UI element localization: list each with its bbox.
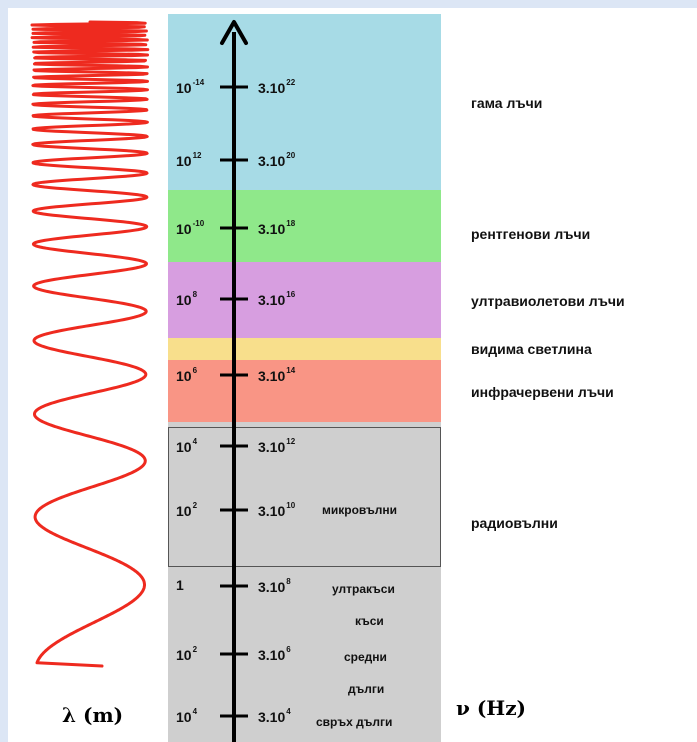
gamma-band [168,14,441,190]
frequency-base: 3.10 [258,292,286,308]
ir-band [168,360,441,422]
wavelength-exponent: 4 [192,437,198,446]
wavelength-exponent: 12 [192,151,202,160]
region-label-visible: видима светлина [471,341,592,357]
xray-band [168,190,441,262]
wavelength-exponent: 8 [192,290,198,299]
frequency-base: 3.10 [258,153,286,169]
region-label-uv: ултравиолетови лъчи [471,293,625,309]
wavelength-base: 10 [176,709,192,725]
frequency-tick-label: 3.1016 [258,290,295,308]
wavelength-tick-label: 10-14 [176,78,204,96]
frequency-base: 3.10 [258,503,286,519]
wavelength-exponent: 2 [192,645,198,654]
sub-label-long: дълги [348,682,385,696]
frequency-tick-label: 3.1020 [258,151,295,169]
frequency-tick-label: 3.1010 [258,501,295,519]
frequency-tick-label: 3.1022 [258,78,295,96]
region-label-radio: радиовълни [471,515,558,531]
region-label-xray: рентгенови лъчи [471,226,591,242]
wavelength-base: 10 [176,368,192,384]
region-label-ir: инфрачервени лъчи [471,384,614,400]
frequency-base: 3.10 [258,221,286,237]
frequency-exponent: 14 [286,366,296,375]
wavelength-tick-label: 102 [176,645,197,663]
wavelength-tick-label: 1012 [176,151,201,169]
axis-arrow-icon [220,20,248,45]
sub-label-microwave: микровълни [322,503,397,517]
wavelength-base: 10 [176,153,192,169]
wavelength-axis-title: λ (m) [62,703,124,727]
frequency-exponent: 18 [286,219,296,228]
frequency-base: 3.10 [258,709,286,725]
wavelength-tick-label: 106 [176,366,197,384]
wavelength-exponent: 6 [192,366,198,375]
frequency-tick-label: 3.106 [258,645,291,663]
frequency-exponent: 12 [286,437,296,446]
frequency-tick-label: 3.1018 [258,219,295,237]
frequency-base: 3.10 [258,80,286,96]
sub-label-ultrashort: ултракъси [332,582,395,596]
wavelength-base: 10 [176,503,192,519]
frequency-exponent: 6 [286,645,291,654]
sub-label-medium: средни [344,650,387,664]
frequency-exponent: 20 [286,151,296,160]
wavelength-exponent: 2 [192,501,198,510]
wavelength-exponent: 4 [192,707,198,716]
axis-and-wave-graphic [30,20,248,742]
frequency-exponent: 4 [286,707,291,716]
visible-band [168,338,441,360]
frequency-tick-label: 3.108 [258,577,291,595]
wavelength-base: 10 [176,221,192,237]
tick-marks [220,85,248,718]
frequency-exponent: 22 [286,78,296,87]
frequency-tick-label: 3.104 [258,707,291,725]
wave-icon [30,20,150,668]
frequency-base: 3.10 [258,579,286,595]
sub-label-ultralong: свръх дълги [316,715,393,729]
frequency-exponent: 10 [286,501,296,510]
wavelength-base: 10 [176,647,192,663]
frequency-tick-label: 3.1012 [258,437,295,455]
radio-microwave-band [168,427,441,567]
frequency-axis-title: ν (Hz) [456,696,527,720]
wavelength-tick-label: 102 [176,501,197,519]
frequency-base: 3.10 [258,368,286,384]
wavelength-base: 10 [176,292,192,308]
wavelength-exponent: -14 [192,78,205,87]
wavelength-base: 1 [176,577,184,593]
wavelength-tick-label: 104 [176,437,197,455]
sub-label-short: къси [355,614,384,628]
uv-band [168,262,441,338]
region-label-gamma: гама лъчи [471,95,543,111]
wavelength-tick-label: 108 [176,290,197,308]
wavelength-tick-label: 104 [176,707,197,725]
wavelength-exponent: -10 [192,219,205,228]
wavelength-base: 10 [176,80,192,96]
frequency-base: 3.10 [258,439,286,455]
frequency-exponent: 16 [286,290,296,299]
wavelength-tick-label: 10-10 [176,219,204,237]
frequency-tick-label: 3.1014 [258,366,295,384]
wavelength-base: 10 [176,439,192,455]
wavelength-tick-label: 1 [176,577,184,593]
frequency-base: 3.10 [258,647,286,663]
frequency-exponent: 8 [286,577,291,586]
